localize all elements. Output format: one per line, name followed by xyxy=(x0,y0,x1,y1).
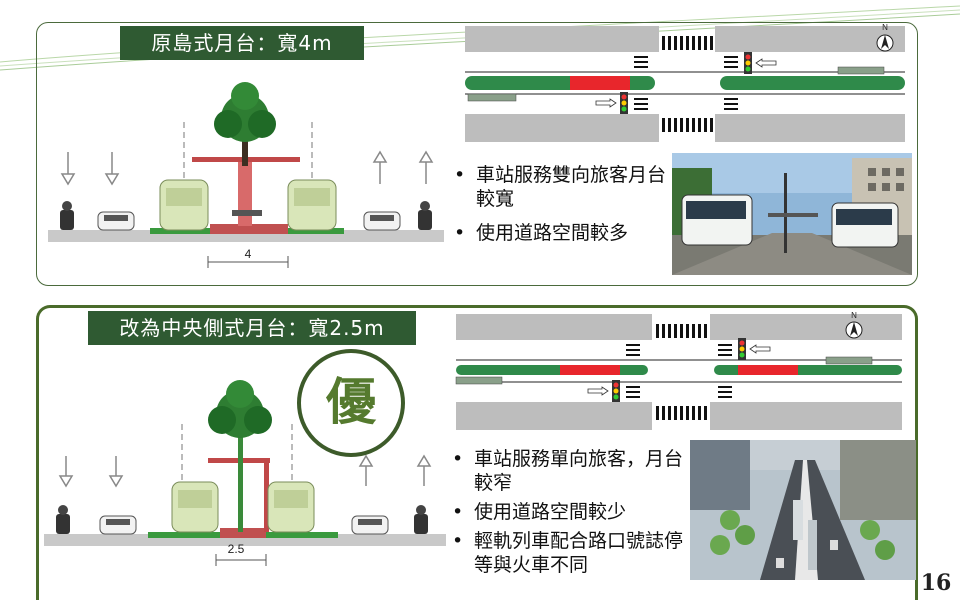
tram-icon xyxy=(467,93,517,102)
sidewalk-block xyxy=(456,402,652,430)
motorcycle-icon xyxy=(418,201,432,230)
motorcycle-icon xyxy=(60,201,74,230)
north-arrow-icon: N xyxy=(876,24,894,52)
sidewalk-block xyxy=(465,114,659,142)
car-icon xyxy=(99,515,137,535)
island-platform-title: 原島式月台：寬4m xyxy=(120,26,364,60)
car-icon xyxy=(351,515,389,535)
tram-icon xyxy=(837,66,885,75)
side-platform-panel xyxy=(36,305,918,600)
tram-icon xyxy=(159,179,209,231)
advantage-badge: 優 xyxy=(296,348,406,458)
tram-icon xyxy=(171,481,219,533)
crosswalk xyxy=(662,36,713,132)
sidewalk-block xyxy=(710,402,902,430)
advantage-badge-text: 優 xyxy=(326,372,376,431)
page-number: 16 xyxy=(920,570,952,596)
lane-arrow-icon xyxy=(60,150,434,186)
tram-icon xyxy=(267,481,315,533)
sidewalk-block xyxy=(715,26,905,52)
note-item: 車站服務雙向旅客月台較寬 xyxy=(454,163,669,211)
lane-arrow-icon xyxy=(58,454,432,488)
tram-icon xyxy=(455,376,503,385)
stop-line-marks xyxy=(634,56,738,110)
svg-text:N: N xyxy=(851,312,857,320)
canopy-pillar xyxy=(238,162,252,226)
car-icon xyxy=(97,211,135,231)
svg-text:N: N xyxy=(882,24,888,32)
track-segment xyxy=(720,76,905,90)
tree-icon xyxy=(214,82,276,166)
road-surface xyxy=(44,534,446,546)
sidewalk-block xyxy=(465,26,659,52)
sidewalk-block xyxy=(715,114,905,142)
car-icon xyxy=(363,211,401,231)
sidewalk-block xyxy=(456,314,652,340)
crosswalk xyxy=(656,324,707,420)
tree-icon xyxy=(208,380,272,532)
island-platform-photo xyxy=(672,153,912,275)
motorcycle-icon xyxy=(414,505,428,534)
side-platform-photo xyxy=(690,440,916,580)
platform-marker xyxy=(570,76,630,90)
traffic-light-icon xyxy=(738,338,771,360)
platform-marker xyxy=(560,365,620,375)
tram-icon xyxy=(287,179,337,231)
traffic-light-icon xyxy=(744,52,777,74)
sidewalk-block xyxy=(710,314,902,340)
note-item: 輕軌列車配合路口號誌停等與火車不同 xyxy=(452,529,692,577)
side-platform-notes: 車站服務單向旅客，月台較窄 使用道路空間較少 輕軌列車配合路口號誌停等與火車不同 xyxy=(452,447,692,582)
island-platform-panel xyxy=(36,22,918,286)
platform-slab xyxy=(220,528,266,538)
motorcycle-icon xyxy=(56,505,70,534)
platform-slab xyxy=(210,224,288,234)
traffic-light-icon xyxy=(595,92,628,114)
tram-icon xyxy=(825,356,873,365)
stop-line-marks xyxy=(626,344,732,398)
bench-icon xyxy=(232,210,262,216)
side-platform-plan-view: N xyxy=(455,312,902,430)
north-arrow-icon: N xyxy=(845,312,863,339)
island-platform-cross-section: 4 xyxy=(48,82,444,268)
note-item: 使用道路空間較少 xyxy=(452,500,692,524)
side-platform-title: 改為中央側式月台：寬2.5m xyxy=(88,311,416,345)
note-item: 使用道路空間較多 xyxy=(454,221,669,245)
traffic-light-icon xyxy=(587,380,620,402)
island-platform-plan-view: N xyxy=(465,24,905,142)
island-platform-notes: 車站服務雙向旅客月台較寬 使用道路空間較多 xyxy=(454,163,669,255)
side-platform-cross-section: 2.5 xyxy=(44,380,446,566)
platform-width-label: 2.5 xyxy=(228,542,245,556)
platform-marker xyxy=(738,365,798,375)
road-surface xyxy=(48,230,444,242)
platform-width-label: 4 xyxy=(245,247,252,261)
note-item: 車站服務單向旅客，月台較窄 xyxy=(452,447,692,495)
canopy-pillar xyxy=(264,458,269,532)
